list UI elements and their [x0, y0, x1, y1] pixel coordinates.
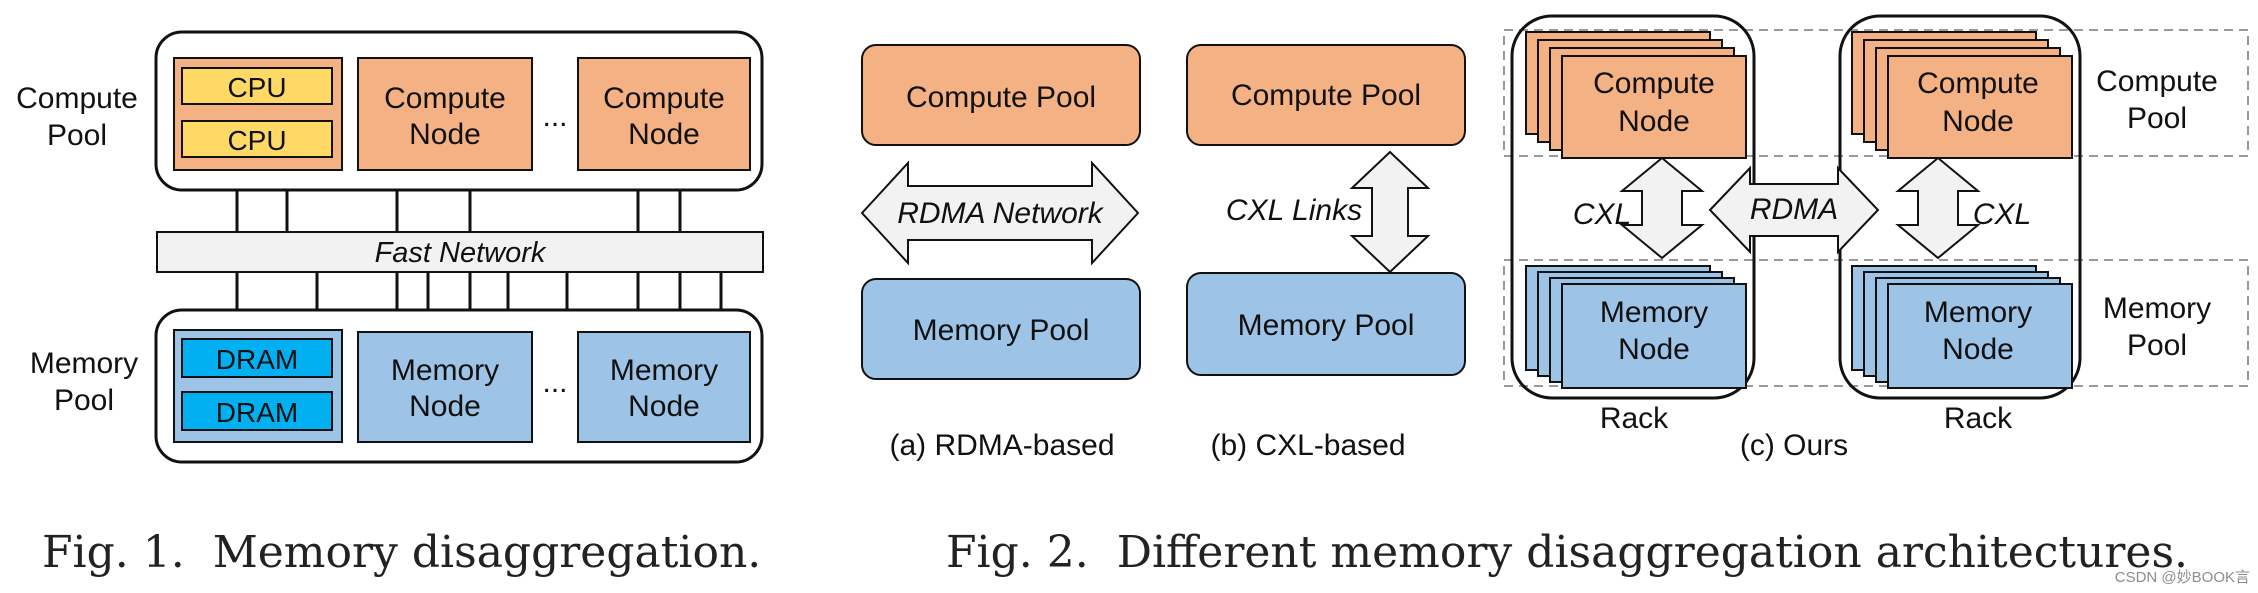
fig1-memory-node-1-line1: Memory: [391, 354, 499, 387]
fig2a-memory-pool-label: Memory Pool: [913, 314, 1090, 347]
fig1-memory-node-2-line2: Node: [628, 390, 700, 423]
fig2c-left-memory-node-line2: Node: [1618, 333, 1690, 366]
fig1-compute-node-1: [357, 57, 533, 171]
fig2c-left-cxl-arrow: [1619, 156, 1705, 260]
fig1-compute-node-1-line1: Compute: [384, 82, 506, 115]
fig1-compute-pool-label-line2: Pool: [47, 119, 107, 152]
fig1-memory-node-1: [357, 331, 533, 443]
fig2c-memory-pool-label-line2: Pool: [2127, 329, 2187, 362]
fig2c-left-compute-node-line1: Compute: [1593, 67, 1715, 100]
fig1-cpu-1-label: CPU: [227, 72, 286, 103]
fig2-caption: Fig. 2. Different memory disaggregation …: [946, 527, 2188, 578]
fig2c-diagram: Compute Node CXL Memory Node Rack Comput…: [1503, 14, 2249, 462]
fig1-fast-network-label: Fast Network: [375, 237, 547, 269]
fig2c-left-rack-label: Rack: [1600, 402, 1669, 435]
fig1-memory-ellipsis: ...: [542, 366, 567, 399]
fig1-compute-node-2: [577, 57, 751, 171]
fig2c-left-memory-stack: [1525, 265, 1747, 389]
fig2c-right-compute-node-line1: Compute: [1917, 67, 2039, 100]
fig1-dram-1-label: DRAM: [216, 344, 298, 375]
fig2b-compute-pool: [1186, 44, 1466, 146]
fig1-dram-1: [181, 338, 333, 378]
fig1-memory-node-1-line2: Node: [409, 390, 481, 423]
fig1-memory-node-2: [577, 331, 751, 443]
fig1-connectors: [235, 190, 723, 310]
fig1-memory-node-2-line1: Memory: [610, 354, 718, 387]
fig1-compute-ellipsis: ...: [542, 100, 567, 133]
fig2c-rdma-label: RDMA: [1750, 193, 1838, 226]
fig2c-right-cxl-label: CXL: [1973, 198, 2031, 231]
fig2b-diagram: Compute Pool CXL Links Memory Pool (b) C…: [1186, 44, 1466, 462]
fig2b-memory-pool: [1186, 272, 1466, 376]
fig2c-compute-pool-label-line2: Pool: [2127, 102, 2187, 135]
fig1-dram-2: [181, 391, 333, 431]
fig2c-compute-pool-label-line1: Compute: [2096, 65, 2218, 98]
fig1-compute-node-2-line1: Compute: [603, 82, 725, 115]
fig2b-subcaption: (b) CXL-based: [1210, 429, 1405, 462]
fig1-cpu-1: [181, 67, 333, 105]
fig1-compute-node-1-line2: Node: [409, 118, 481, 151]
fig2c-rdma-arrow: [1708, 165, 1880, 255]
fig1-memory-pool-label-line2: Pool: [54, 384, 114, 417]
fig2a-compute-pool-label: Compute Pool: [906, 81, 1096, 114]
fig2c-right-memory-node-line1: Memory: [1924, 296, 2032, 329]
fig2a-memory-pool: [861, 278, 1141, 380]
fig2a-subcaption: (a) RDMA-based: [889, 429, 1114, 462]
fig2c-left-compute-node-line2: Node: [1618, 105, 1690, 138]
fig1-cpu-2: [181, 120, 333, 158]
fig2c-left-compute-stack: [1525, 31, 1747, 159]
fig1-diagram: Compute Pool Memory Pool: [16, 30, 764, 464]
fig2c-right-cxl-arrow: [1895, 156, 1981, 260]
fig1-cpu-2-label: CPU: [227, 125, 286, 156]
fig2b-compute-pool-label: Compute Pool: [1231, 79, 1421, 112]
fig2c-right-compute-stack: [1851, 31, 2073, 159]
fig2c-right-memory-node-line2: Node: [1942, 333, 2014, 366]
fig2a-diagram: Compute Pool RDMA Network Memory Pool (a…: [860, 44, 1141, 462]
fig1-compute-pool-label-line1: Compute: [16, 82, 138, 115]
fig2b-memory-pool-label: Memory Pool: [1238, 309, 1415, 342]
fig1-memory-pool-label-line1: Memory: [30, 347, 138, 380]
fig2a-rdma-network-label: RDMA Network: [897, 197, 1105, 230]
fig2c-left-memory-node-line1: Memory: [1600, 296, 1708, 329]
fig2c-memory-pool-label-line1: Memory: [2103, 292, 2211, 325]
fig1-fast-network: [156, 231, 764, 273]
fig2a-rdma-arrow: [860, 160, 1140, 266]
fig1-compute-node-2-line2: Node: [628, 118, 700, 151]
fig1-dram-2-label: DRAM: [216, 397, 298, 428]
fig2b-cxl-links-label: CXL Links: [1226, 194, 1362, 227]
fig2a-compute-pool: [861, 44, 1141, 146]
fig2b-cxl-arrow: [1349, 150, 1431, 274]
watermark: CSDN @妙BOOK言: [2115, 569, 2250, 586]
fig2c-right-memory-stack: [1851, 265, 2073, 389]
fig2c-right-rack-label: Rack: [1944, 402, 2013, 435]
fig2c-subcaption: (c) Ours: [1740, 429, 1848, 462]
fig2c-right-compute-node-line2: Node: [1942, 105, 2014, 138]
fig1-caption: Fig. 1. Memory disaggregation.: [42, 527, 761, 578]
fig2c-left-cxl-label: CXL: [1573, 198, 1631, 231]
